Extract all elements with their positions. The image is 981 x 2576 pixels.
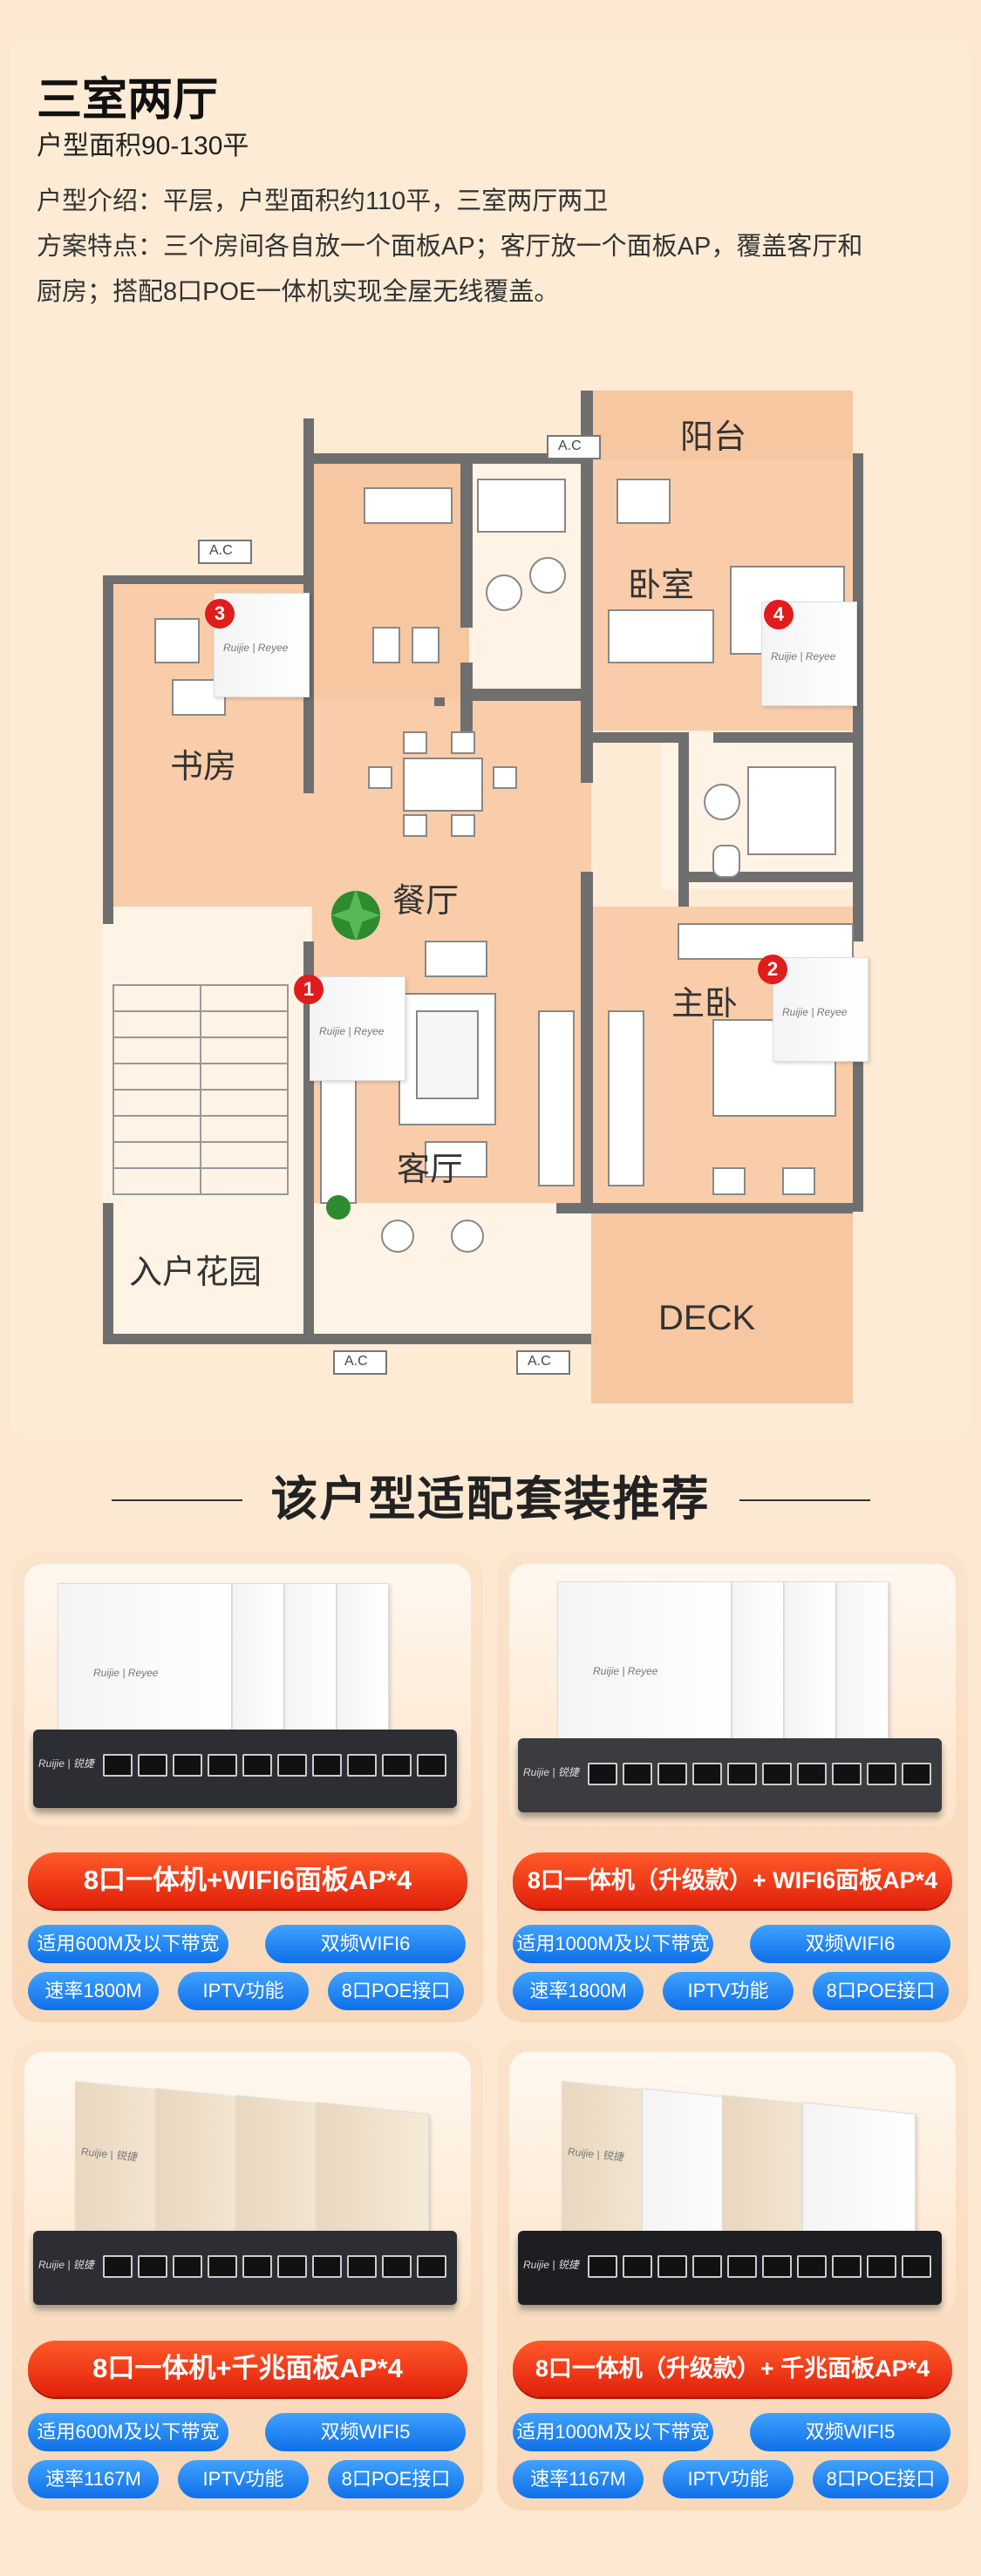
room-label-deck: DECK — [658, 1299, 756, 1337]
product-image: Ruijie | 锐捷 Ruijie | 锐捷 — [509, 2052, 956, 2314]
product-image: Ruijie | Reyee Ruijie | 锐捷 — [509, 1564, 956, 1825]
poe-switch: Ruijie | 锐捷 — [518, 1738, 942, 1812]
poe-switch: Ruijie | 锐捷 — [518, 2231, 942, 2305]
feature-tag: IPTV功能 — [663, 1972, 794, 2010]
intro-line: 户型介绍：平层，户型面积约110平，三室两厅两卫 — [37, 187, 609, 215]
feature-tag: 8口POE接口 — [328, 1972, 464, 2010]
feature-tag: 适用600M及以下带宽 — [28, 1925, 228, 1963]
ac-label: A.C — [209, 543, 233, 558]
product-name: 8口一体机（升级款）+ WIFI6面板AP*4 — [513, 1852, 952, 1908]
ac-label: A.C — [528, 1354, 551, 1369]
section-title: 该户型适配套装推荐 — [270, 1472, 711, 1526]
heading-divider — [739, 1499, 870, 1501]
intro-line: 方案特点：三个房间各自放一个面板AP；客厅放一个面板AP，覆盖客厅和 — [37, 233, 863, 261]
stairs — [112, 984, 289, 1195]
poe-switch: Ruijie | 锐捷 — [33, 1730, 457, 1808]
feature-tag: 速率1800M — [28, 1972, 159, 2010]
feature-tag: IPTV功能 — [178, 1972, 309, 2010]
ap-marker: 3 — [205, 599, 235, 629]
feature-tag: 适用1000M及以下带宽 — [513, 2413, 713, 2451]
feature-tag: 速率1167M — [513, 2460, 644, 2498]
ac-units — [198, 435, 601, 1375]
feature-tag: 速率1167M — [28, 2460, 159, 2498]
feature-tag: 速率1800M — [513, 1972, 644, 2010]
product-image: Ruijie | Reyee Ruijie | 锐捷 — [24, 1564, 471, 1825]
ap-panel: Ruijie | Reyee — [58, 1583, 232, 1757]
heading-divider — [112, 1499, 242, 1501]
ap-panel: Ruijie | Reyee — [310, 976, 405, 1081]
ap-panel — [836, 1581, 889, 1764]
floor-plan — [103, 391, 863, 1404]
ap-marker: 1 — [294, 975, 324, 1004]
intro-line: 厨房；搭配8口POE一体机实现全屋无线覆盖。 — [37, 278, 560, 306]
room-label-master: 主卧 — [671, 986, 739, 1023]
ap-panel — [784, 1581, 836, 1764]
ap-panel — [732, 1581, 784, 1764]
feature-tag: 适用1000M及以下带宽 — [513, 1925, 713, 1963]
feature-tag: 双频WIFI6 — [750, 1925, 950, 1963]
product-image: Ruijie | 锐捷 Ruijie | 锐捷 — [24, 2052, 471, 2314]
ac-label: A.C — [344, 1354, 368, 1369]
feature-tag: IPTV功能 — [663, 2460, 794, 2498]
ac-label: A.C — [558, 438, 582, 453]
feature-tag: 双频WIFI5 — [265, 2413, 466, 2451]
product-card[interactable]: Ruijie | Reyee Ruijie | 锐捷 8口一体机+WIFI6面板… — [12, 1552, 483, 2022]
ap-panel — [232, 1583, 284, 1757]
furniture — [154, 479, 854, 1253]
product-name: 8口一体机（升级款）+ 千兆面板AP*4 — [513, 2341, 952, 2396]
product-card[interactable]: Ruijie | 锐捷 Ruijie | 锐捷 8口一体机+千兆面板AP*4 适… — [12, 2040, 483, 2511]
product-name: 8口一体机+千兆面板AP*4 — [28, 2341, 467, 2396]
section-heading: 该户型适配套装推荐 — [0, 1465, 981, 1534]
poe-switch: Ruijie | 锐捷 — [33, 2231, 457, 2305]
feature-tag: 8口POE接口 — [328, 2460, 464, 2498]
walls — [103, 391, 863, 1344]
ap-panel: Ruijie | Reyee — [773, 957, 869, 1062]
product-card[interactable]: Ruijie | 锐捷 Ruijie | 锐捷 8口一体机（升级款）+ 千兆面板… — [497, 2040, 968, 2511]
ap-marker: 4 — [764, 600, 794, 629]
plant-icon — [326, 889, 380, 1220]
feature-tag: 8口POE接口 — [813, 1972, 949, 2010]
plan-intro: 户型介绍：平层，户型面积约110平，三室两厅两卫 方案特点：三个房间各自放一个面… — [37, 179, 944, 315]
room-label-garden: 入户花园 — [129, 1254, 262, 1291]
product-name: 8口一体机+WIFI6面板AP*4 — [28, 1852, 467, 1908]
ap-marker: 2 — [758, 955, 787, 984]
room-label-living: 客厅 — [397, 1152, 464, 1188]
room-label-study: 书房 — [170, 749, 237, 785]
ap-panel — [337, 1583, 389, 1757]
ap-panel — [284, 1583, 337, 1757]
page-title: 三室两厅 — [37, 74, 219, 126]
ap-panel: Ruijie | Reyee — [557, 1581, 732, 1764]
room-label-dining: 餐厅 — [392, 883, 460, 920]
feature-tag: 双频WIFI6 — [265, 1925, 466, 1963]
room-label-bedroom: 卧室 — [628, 568, 695, 604]
product-card[interactable]: Ruijie | Reyee Ruijie | 锐捷 8口一体机（升级款）+ W… — [497, 1552, 968, 2022]
room-label-balcony: 阳台 — [680, 419, 747, 456]
area-subtitle: 户型面积90-130平 — [37, 132, 249, 160]
feature-tag: IPTV功能 — [178, 2460, 309, 2498]
feature-tag: 双频WIFI5 — [750, 2413, 950, 2451]
feature-tag: 适用600M及以下带宽 — [28, 2413, 228, 2451]
feature-tag: 8口POE接口 — [813, 2460, 949, 2498]
